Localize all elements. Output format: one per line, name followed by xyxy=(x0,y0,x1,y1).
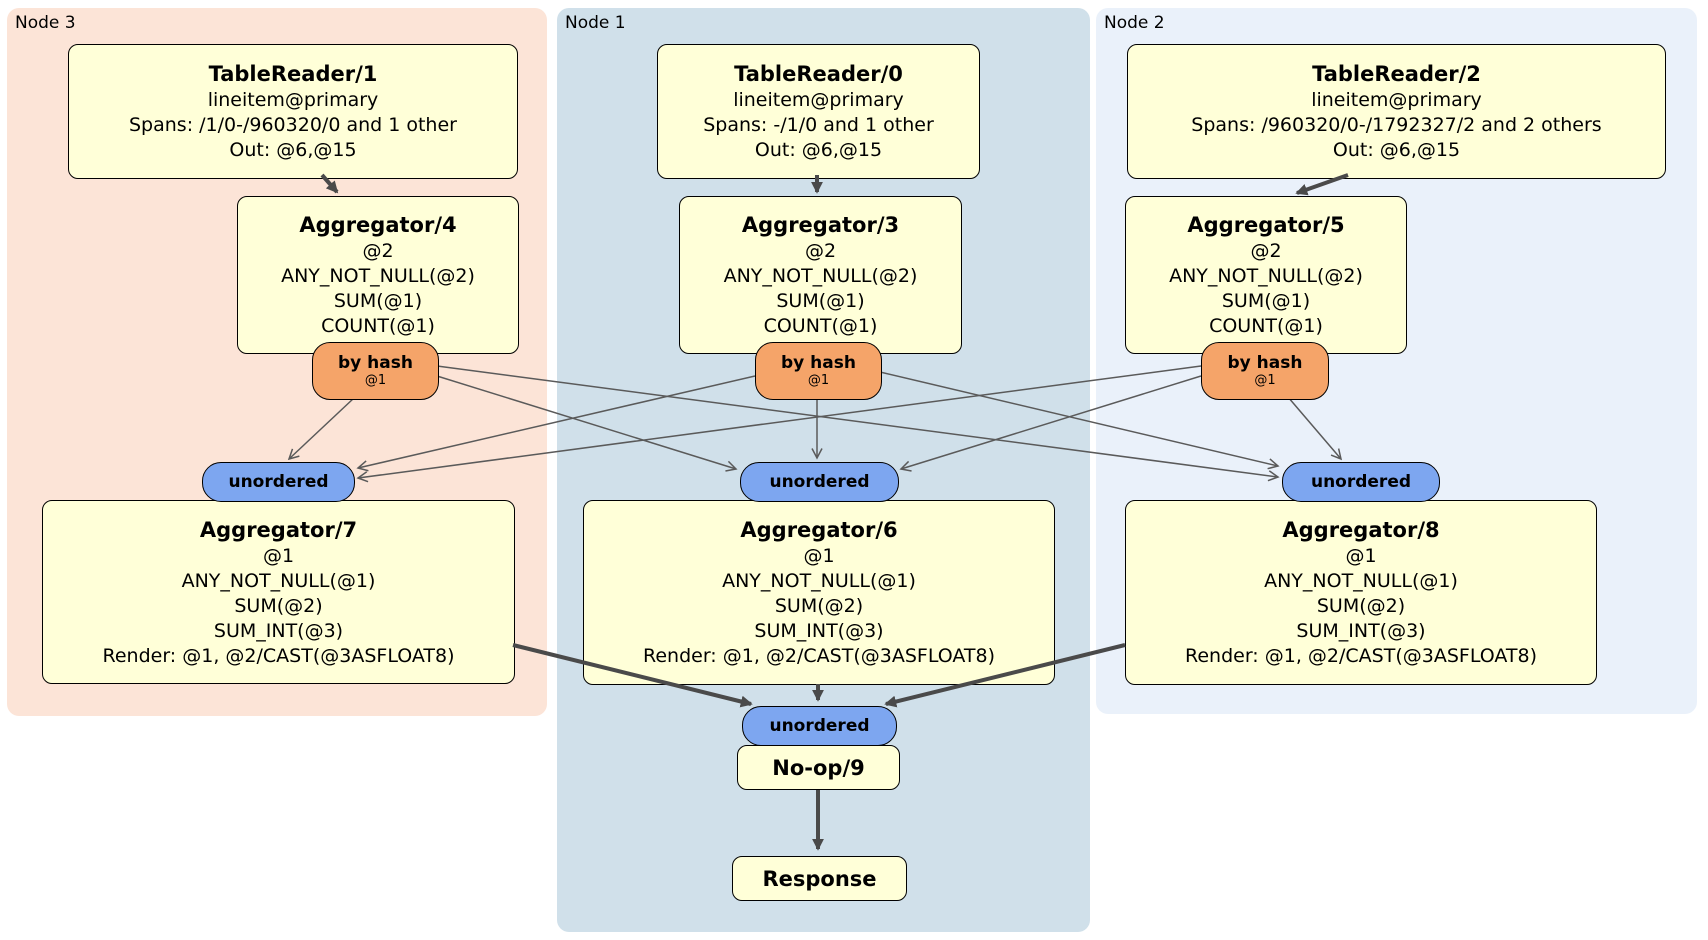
processor-tablereader-2: TableReader/2 lineitem@primary Spans: /9… xyxy=(1127,44,1666,179)
processor-detail: @2 xyxy=(1250,240,1282,262)
processor-detail: @2 xyxy=(362,240,394,262)
processor-aggregator-6: Aggregator/6 @1 ANY_NOT_NULL(@1) SUM(@2)… xyxy=(583,500,1055,685)
region-label-node3: Node 3 xyxy=(15,13,76,33)
processor-detail: COUNT(@1) xyxy=(321,315,435,337)
processor-tablereader-0: TableReader/0 lineitem@primary Spans: -/… xyxy=(657,44,980,179)
processor-detail: COUNT(@1) xyxy=(763,315,878,337)
router-by-hash-node3: by hash @1 xyxy=(312,342,439,400)
sync-label: unordered xyxy=(1310,472,1412,492)
processor-detail: lineitem@primary xyxy=(207,89,379,111)
processor-detail: @1 xyxy=(803,545,835,567)
processor-response: Response xyxy=(732,856,907,901)
processor-detail: Spans: -/1/0 and 1 other xyxy=(703,114,934,136)
processor-detail: lineitem@primary xyxy=(733,89,904,111)
sync-unordered-node3: unordered xyxy=(202,462,355,502)
processor-tablereader-1: TableReader/1 lineitem@primary Spans: /1… xyxy=(68,44,518,179)
processor-detail: ANY_NOT_NULL(@2) xyxy=(281,265,475,287)
processor-title: No-op/9 xyxy=(772,755,865,780)
router-by-hash-node1: by hash @1 xyxy=(755,342,882,400)
processor-detail: ANY_NOT_NULL(@1) xyxy=(181,569,376,592)
processor-title: Response xyxy=(762,866,877,891)
processor-detail: SUM_INT(@3) xyxy=(213,619,344,642)
router-label: by hash xyxy=(781,353,856,373)
region-label-node2: Node 2 xyxy=(1104,13,1165,33)
sync-unordered-node2: unordered xyxy=(1282,462,1440,502)
router-detail: @1 xyxy=(364,373,387,388)
processor-detail: SUM(@2) xyxy=(774,595,864,617)
router-label: by hash xyxy=(1227,353,1303,373)
processor-detail: ANY_NOT_NULL(@1) xyxy=(1264,570,1458,592)
processor-detail: ANY_NOT_NULL(@2) xyxy=(723,265,918,287)
region-label-node1: Node 1 xyxy=(565,13,626,33)
processor-detail: Out: @6,@15 xyxy=(1332,139,1461,161)
processor-detail: SUM(@1) xyxy=(1221,290,1311,312)
sync-unordered-final: unordered xyxy=(742,706,897,746)
processor-detail: Render: @1, @2/CAST(@3ASFLOAT8) xyxy=(643,645,995,667)
processor-title: Aggregator/4 xyxy=(299,213,457,237)
processor-detail: Out: @6,@15 xyxy=(754,139,883,161)
processor-detail: SUM(@2) xyxy=(1316,595,1406,617)
router-detail: @1 xyxy=(1254,373,1276,388)
processor-title: TableReader/0 xyxy=(734,62,903,86)
router-detail: @1 xyxy=(807,373,830,388)
sync-unordered-node1: unordered xyxy=(740,462,899,502)
router-by-hash-node2: by hash @1 xyxy=(1201,342,1329,400)
processor-aggregator-8: Aggregator/8 @1 ANY_NOT_NULL(@1) SUM(@2)… xyxy=(1125,500,1597,685)
processor-title: Aggregator/3 xyxy=(741,213,900,237)
processor-detail: ANY_NOT_NULL(@1) xyxy=(722,570,916,592)
processor-title: Aggregator/5 xyxy=(1187,213,1345,237)
processor-detail: Out: @6,@15 xyxy=(229,139,357,161)
sync-label: unordered xyxy=(769,716,870,736)
sync-label: unordered xyxy=(769,472,870,492)
processor-title: Aggregator/8 xyxy=(1282,518,1440,542)
processor-detail: Render: @1, @2/CAST(@3ASFLOAT8) xyxy=(1185,645,1537,667)
processor-aggregator-7: Aggregator/7 @1 ANY_NOT_NULL(@1) SUM(@2)… xyxy=(42,500,515,684)
processor-detail: COUNT(@1) xyxy=(1209,315,1323,337)
processor-title: TableReader/1 xyxy=(208,62,378,86)
processor-noop-9: No-op/9 xyxy=(737,745,900,790)
processor-detail: @1 xyxy=(1345,545,1377,567)
processor-aggregator-5: Aggregator/5 @2 ANY_NOT_NULL(@2) SUM(@1)… xyxy=(1125,196,1407,354)
processor-detail: SUM(@2) xyxy=(234,594,323,617)
processor-detail: Render: @1, @2/CAST(@3ASFLOAT8) xyxy=(102,644,455,667)
processor-aggregator-3: Aggregator/3 @2 ANY_NOT_NULL(@2) SUM(@1)… xyxy=(679,196,962,354)
processor-detail: lineitem@primary xyxy=(1311,89,1482,111)
sync-label: unordered xyxy=(228,472,329,492)
processor-detail: SUM(@1) xyxy=(333,290,423,312)
router-label: by hash xyxy=(338,353,413,373)
processor-detail: Spans: /1/0-/960320/0 and 1 other xyxy=(129,114,457,136)
processor-title: Aggregator/7 xyxy=(199,517,358,542)
processor-detail: SUM_INT(@3) xyxy=(754,620,884,642)
processor-title: Aggregator/6 xyxy=(740,518,898,542)
processor-detail: SUM_INT(@3) xyxy=(1296,620,1426,642)
processor-aggregator-4: Aggregator/4 @2 ANY_NOT_NULL(@2) SUM(@1)… xyxy=(237,196,519,354)
processor-detail: Spans: /960320/0-/1792327/2 and 2 others xyxy=(1191,114,1602,136)
processor-detail: ANY_NOT_NULL(@2) xyxy=(1169,265,1363,287)
processor-detail: @2 xyxy=(804,240,837,262)
processor-detail: @1 xyxy=(262,544,295,567)
processor-title: TableReader/2 xyxy=(1312,62,1481,86)
processor-detail: SUM(@1) xyxy=(776,290,865,312)
